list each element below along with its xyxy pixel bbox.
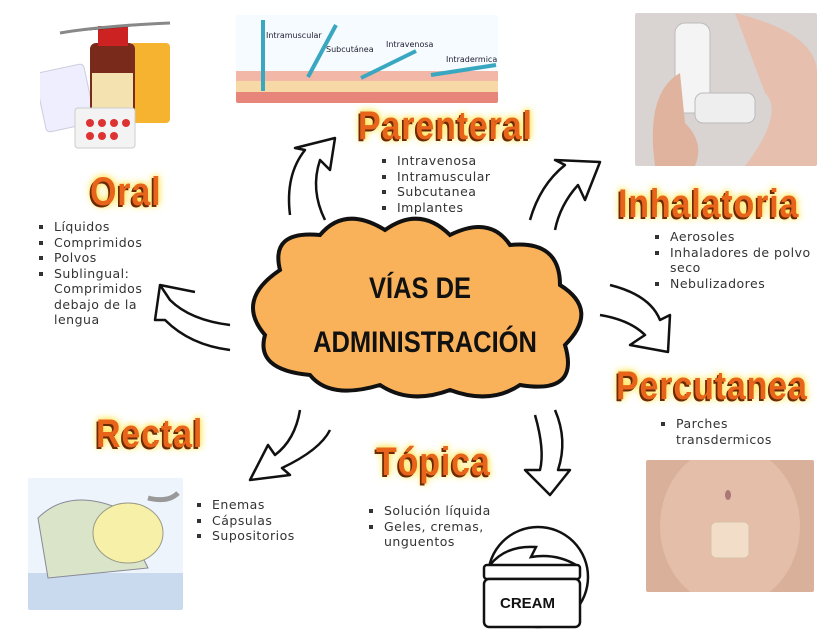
list-item: Líquidos	[54, 219, 174, 235]
title-percutanea: Percutanea	[616, 364, 808, 408]
medicines-image	[40, 18, 175, 153]
transdermal-patch-image	[646, 460, 814, 592]
list-item: Sublingual: Comprimidos debajo de la len…	[54, 266, 174, 328]
list-rectal: Enemas Cápsulas Supositorios	[192, 497, 332, 544]
arrow-to-percutanea	[599, 283, 672, 354]
syringe-label: Intravenosa	[386, 40, 434, 49]
cream-label: CREAM	[500, 595, 555, 612]
inhaler-image	[635, 13, 817, 166]
list-item: Inhaladores de polvo seco	[670, 245, 820, 276]
center-title-line1: VÍAS DE	[368, 272, 472, 305]
injection-diagram-image: Intramuscular Subcutánea Intravenosa Int…	[236, 15, 498, 103]
title-inhalatoria: Inhalatoria	[618, 182, 800, 226]
title-parenteral: Parenteral	[358, 104, 533, 148]
arrow-to-topica	[523, 409, 572, 497]
syringe-label: Subcutánea	[326, 45, 374, 54]
list-item: Cápsulas	[212, 513, 332, 529]
list-item: Subcutanea	[397, 184, 527, 200]
list-item: Solución líquida	[384, 503, 504, 519]
list-item: Polvos	[54, 250, 174, 266]
arrow-to-parenteral	[287, 136, 337, 221]
rectal-illustration-image	[28, 478, 183, 610]
syringe-label: Intradermica	[446, 55, 498, 64]
list-inhalatoria: Aerosoles Inhaladores de polvo seco Nebu…	[650, 229, 820, 291]
syringe-label: Intramuscular	[266, 31, 322, 40]
list-item: Supositorios	[212, 528, 332, 544]
list-item: Geles, cremas, unguentos	[384, 519, 504, 550]
list-item: Nebulizadores	[670, 276, 820, 292]
arrow-to-rectal	[248, 409, 332, 482]
title-topica: Tópica	[376, 440, 491, 484]
cream-jar-image: CREAM	[476, 525, 596, 633]
list-topica: Solución líquida Geles, cremas, unguento…	[364, 503, 504, 550]
list-item: Implantes	[397, 200, 527, 216]
center-title-line2: ADMINISTRACIÓN	[313, 326, 537, 359]
list-parenteral: Intravenosa Intramuscular Subcutanea Imp…	[377, 153, 527, 215]
list-item: Parches transdermicos	[676, 416, 796, 447]
list-item: Intravenosa	[397, 153, 527, 169]
list-item: Aerosoles	[670, 229, 820, 245]
arrow-to-inhalatoria	[528, 158, 602, 231]
list-item: Comprimidos	[54, 235, 174, 251]
title-rectal: Rectal	[96, 412, 204, 456]
title-oral: Oral	[90, 170, 162, 214]
list-item: Intramuscular	[397, 169, 527, 185]
list-percutanea: Parches transdermicos	[656, 416, 796, 447]
list-item: Enemas	[212, 497, 332, 513]
list-oral: Líquidos Comprimidos Polvos Sublingual: …	[34, 219, 174, 328]
arrow-to-oral	[153, 283, 231, 352]
